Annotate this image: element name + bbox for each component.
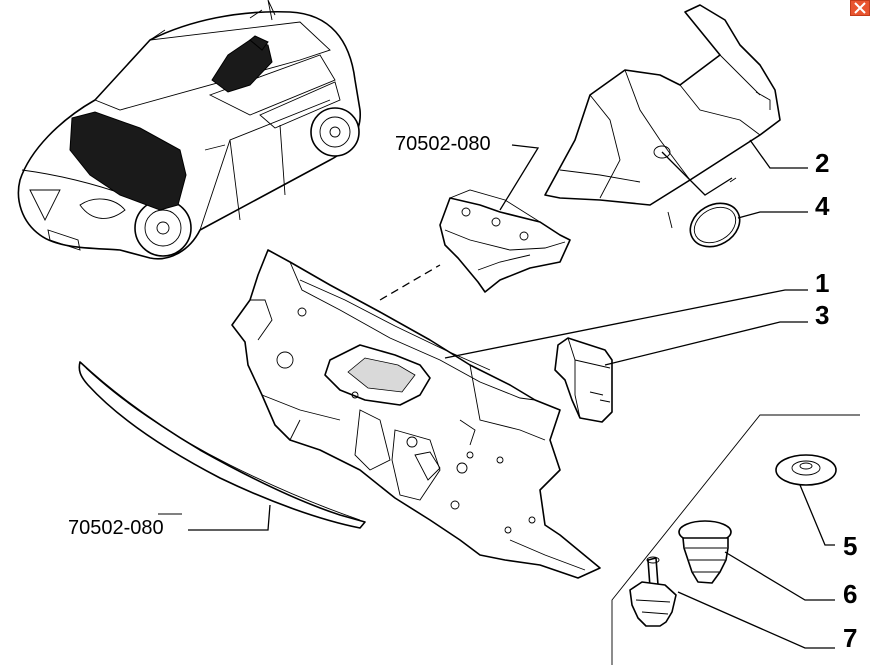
part-3-pad	[554, 337, 613, 423]
close-button[interactable]	[850, 0, 870, 16]
part-4-grommet	[667, 177, 741, 248]
callout-6: 6	[843, 579, 857, 609]
leader-line-5	[799, 484, 835, 546]
leader-line-ref-upper	[499, 144, 540, 211]
part-2-insulation-panel	[544, 4, 781, 206]
callout-1: 1	[815, 268, 829, 298]
car-illustration	[17, 0, 361, 260]
callout-4: 4	[815, 191, 830, 221]
lower-seal-strip	[78, 361, 366, 529]
callout-7: 7	[843, 623, 857, 653]
leader-line-1	[444, 289, 808, 359]
leader-line-2	[661, 151, 733, 196]
part-1-firewall	[231, 249, 601, 579]
callout-2: 2	[815, 148, 829, 178]
bracket-70502-080	[439, 189, 571, 293]
close-icon	[854, 2, 866, 14]
fastener-zone-boundary	[611, 414, 860, 665]
leader-line-7	[677, 591, 835, 649]
part-7-clip	[629, 556, 677, 627]
leader-line-6	[724, 551, 835, 601]
reference-lower: 70502-080	[68, 517, 164, 539]
leader-line-2b	[749, 139, 808, 169]
reference-upper: 70502-080	[395, 133, 491, 155]
callout-3: 3	[815, 300, 829, 330]
leader-line-3	[604, 321, 808, 366]
callout-5: 5	[843, 531, 857, 561]
part-5-push-nut	[775, 454, 837, 486]
part-6-plug	[678, 520, 732, 584]
leader-line-ref-lower	[188, 504, 271, 531]
leader-line-4	[737, 211, 808, 219]
